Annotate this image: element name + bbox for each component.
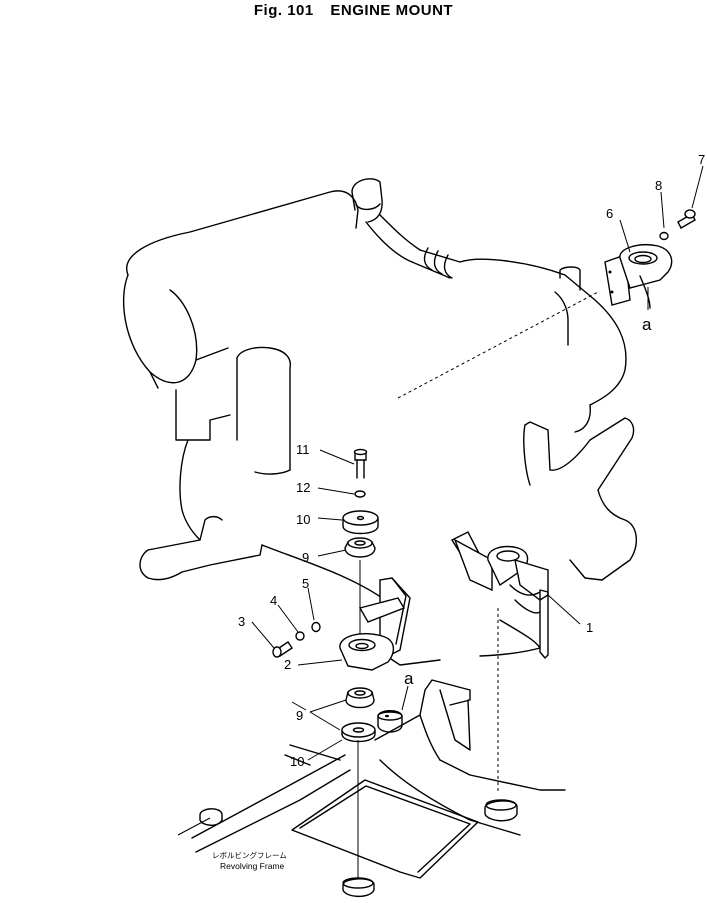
washer-4: [295, 631, 305, 641]
figure-name: ENGINE MOUNT: [330, 2, 454, 19]
callout-5: 5: [302, 576, 309, 591]
washer-5: [311, 621, 321, 633]
washer-12: [354, 490, 366, 498]
callout-6: 6: [606, 206, 613, 221]
reference-mark-a-lower: a: [404, 669, 414, 688]
figure-title: Fig. 101 ENGINE MOUNT: [0, 2, 707, 19]
alignment-line-upper: [397, 291, 599, 399]
front-left-bracket: [339, 577, 411, 671]
callout-1: 1: [586, 620, 593, 635]
callout-11: 11: [296, 442, 310, 457]
front-right-bracket: [450, 531, 549, 659]
frame-label-japanese: レボルビングフレーム: [212, 850, 287, 860]
callout-7: 7: [698, 152, 705, 167]
bolt-11: [353, 448, 368, 479]
callout-9-lower: 9: [296, 708, 303, 723]
callout-10-lower: 10: [290, 754, 304, 769]
washer-10-upper: [342, 510, 379, 535]
rear-mount-bracket: [604, 244, 673, 309]
callout-4: 4: [270, 593, 277, 608]
rubber-cushion-9-lower: [345, 687, 375, 709]
figure-number: Fig. 101: [253, 2, 314, 19]
frame-mount-boss: [377, 710, 403, 733]
washer-8: [659, 231, 669, 241]
bolt-3: [272, 641, 293, 658]
callout-3: 3: [238, 614, 245, 629]
frame-label-english: Revolving Frame: [220, 861, 285, 871]
callout-8: 8: [655, 178, 662, 193]
washer-10-lower: [341, 722, 376, 743]
callout-2: 2: [284, 657, 291, 672]
reference-mark-a-upper: a: [642, 315, 652, 334]
revolving-frame: [191, 679, 566, 898]
callout-12: 12: [296, 480, 310, 495]
callout-10-upper: 10: [296, 512, 310, 527]
bolt-7: [677, 209, 696, 229]
rubber-cushion-9-upper: [344, 537, 376, 558]
callout-9-upper: 9: [302, 550, 309, 565]
leader-lines: [177, 165, 704, 836]
engine-block: [122, 178, 637, 666]
